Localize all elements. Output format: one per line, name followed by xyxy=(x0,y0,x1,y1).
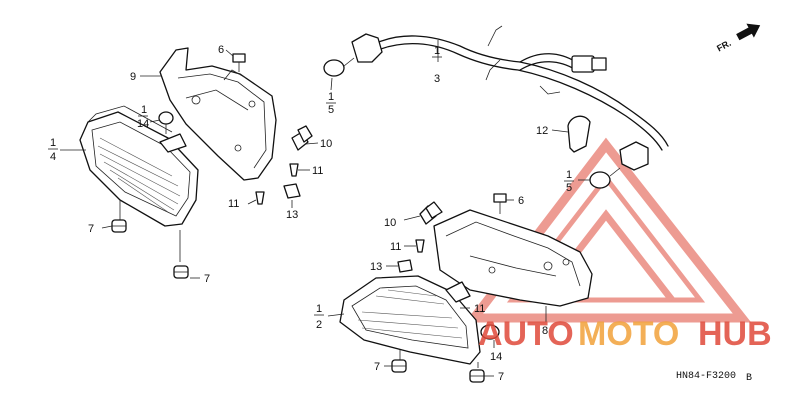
callout-1: 1 xyxy=(566,169,572,181)
callout-11: 11 xyxy=(474,303,485,315)
clamp-part xyxy=(567,115,591,153)
callout-4: 4 xyxy=(50,151,56,163)
bracket-lower xyxy=(433,209,593,307)
callout-1: 1 xyxy=(316,303,322,315)
watermark-text-moto: MOTO xyxy=(578,315,679,353)
callout-11: 11 xyxy=(312,165,323,177)
callout-10: 10 xyxy=(384,217,396,229)
callout-5: 5 xyxy=(566,182,572,194)
diagram-code-text: HN84-F3200 xyxy=(676,371,736,382)
socket-part xyxy=(480,324,500,340)
callout-1: 1 xyxy=(50,137,56,149)
callout-1: 1 xyxy=(434,45,440,57)
socket-part xyxy=(158,111,174,134)
wire-harness xyxy=(373,25,669,151)
socket-bulb-upper xyxy=(323,33,383,77)
callout-1: 1 xyxy=(141,104,147,116)
diagram-code: HN84-F3200 B xyxy=(676,371,752,384)
headlight-left xyxy=(79,105,199,262)
callout-7: 7 xyxy=(374,361,380,373)
front-arrow-icon xyxy=(736,23,761,41)
watermark-text-auto: AUTO xyxy=(478,315,574,353)
grommet-part xyxy=(111,219,189,279)
grommet-part xyxy=(391,359,485,383)
callout-10: 10 xyxy=(320,138,332,150)
front-label: FR. xyxy=(715,38,732,54)
callout-12: 12 xyxy=(536,125,548,137)
callout-8: 8 xyxy=(542,325,548,337)
clip-part xyxy=(397,259,413,273)
callout-11: 11 xyxy=(228,198,239,210)
headlight-right xyxy=(339,275,481,368)
callout-3: 3 xyxy=(434,73,440,85)
bulb-part xyxy=(291,125,313,151)
callout-6: 6 xyxy=(518,195,524,207)
socket-bulb-lower xyxy=(589,141,649,189)
clip-part xyxy=(283,183,301,199)
callout-7: 7 xyxy=(204,273,210,285)
screw-part xyxy=(255,163,299,205)
watermark-text: AUTO MOTO HUB xyxy=(478,315,772,353)
callout-1: 1 xyxy=(328,91,334,103)
callout-13: 13 xyxy=(370,261,382,273)
bracket-upper xyxy=(159,47,277,181)
callout-7: 7 xyxy=(498,371,504,383)
callout-14: 14 xyxy=(137,118,149,130)
bolt-part xyxy=(493,193,507,214)
callout-6: 6 xyxy=(218,44,224,56)
callout-labels: 1 4 9 6 1 14 1 3 1 5 10 11 11 13 7 7 12 … xyxy=(48,44,574,383)
callout-11: 11 xyxy=(390,241,401,253)
callout-13: 13 xyxy=(286,209,298,221)
watermark-text-hub: HUB xyxy=(698,315,772,353)
bulb-part xyxy=(419,201,443,225)
front-direction-indicator: FR. xyxy=(715,23,761,54)
callout-5: 5 xyxy=(328,104,334,116)
leader-lines xyxy=(60,40,590,377)
callout-2: 2 xyxy=(316,319,322,331)
diagram-code-suffix: B xyxy=(746,373,752,384)
callout-14: 14 xyxy=(490,351,502,363)
bolt-part xyxy=(232,53,246,72)
callout-7: 7 xyxy=(88,223,94,235)
callout-9: 9 xyxy=(130,71,136,83)
